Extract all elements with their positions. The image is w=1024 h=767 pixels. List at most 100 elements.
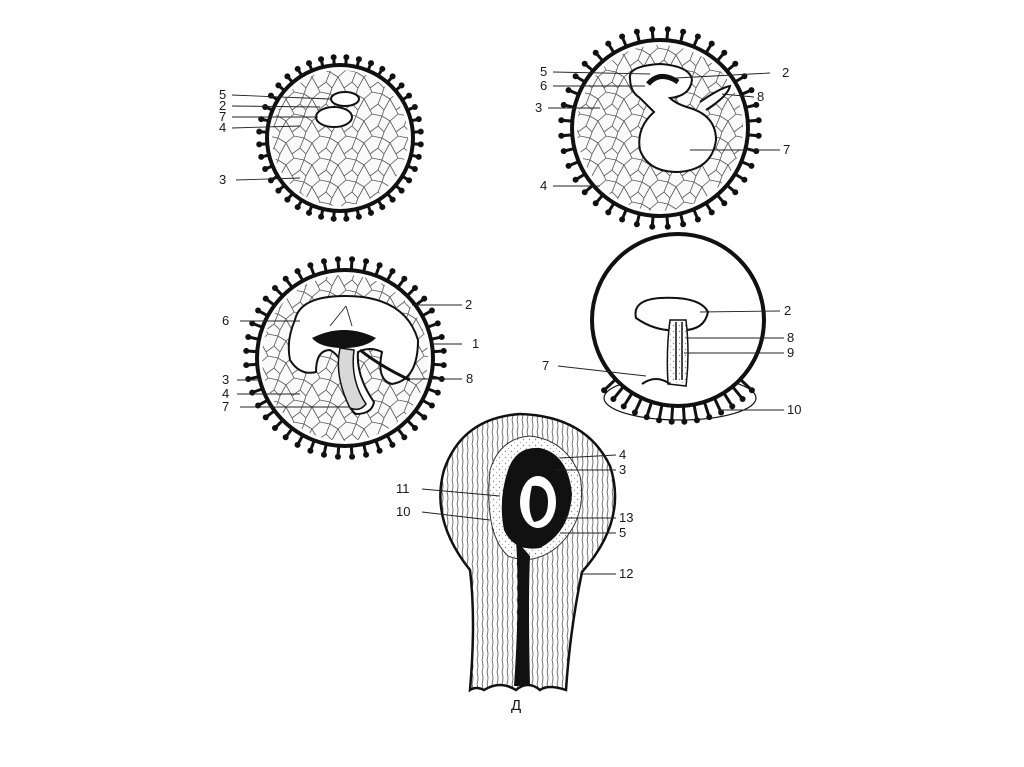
panel-1-early-embryo: 5 2 7 4 3 <box>219 54 424 222</box>
panel-2-chorionic-villi <box>558 26 762 230</box>
villus-tip <box>318 56 325 63</box>
villus-tip <box>421 295 428 302</box>
villus-tip <box>343 54 350 61</box>
villus-tip <box>267 177 274 184</box>
panel-5-embryo <box>529 485 548 522</box>
villus-tip <box>379 204 386 211</box>
panel-3-label: 6 <box>222 313 229 328</box>
villus-tip <box>428 307 435 314</box>
panel-3-embryonic-disc <box>312 330 376 348</box>
villus-tip <box>649 223 656 230</box>
villus-tip <box>355 56 362 63</box>
villus-tip <box>421 414 428 421</box>
panel-1-yolk-vesicle <box>315 106 353 128</box>
panel-2-label: 7 <box>783 142 790 157</box>
panel-4-label: 8 <box>787 330 794 345</box>
villus-tip <box>398 187 405 194</box>
panel-5-uterine-canal <box>514 540 530 686</box>
villus-tip <box>572 176 579 183</box>
panel-1-label: 3 <box>219 172 226 187</box>
villus-tip <box>363 451 370 458</box>
villus-tip <box>389 268 396 275</box>
villus-tip <box>741 176 748 183</box>
panel-2-label: 8 <box>757 89 764 104</box>
villus-tip <box>693 417 700 424</box>
villus-tip <box>330 215 337 222</box>
villus-tip <box>721 49 728 56</box>
panel-5-label: 4 <box>619 447 626 462</box>
panel-2-label: 5 <box>540 64 547 79</box>
panel-3-allantois <box>359 348 411 382</box>
villus-tip <box>294 268 301 275</box>
villus-tip <box>631 409 638 416</box>
panel-2-amnion-and-yolk-sac <box>628 62 718 174</box>
villus-tip <box>334 256 341 263</box>
villus-tip <box>262 414 269 421</box>
villus-tip <box>330 54 337 61</box>
villus-tip <box>294 65 301 72</box>
villus-tip <box>262 104 269 111</box>
panel-1-label: 4 <box>219 120 226 135</box>
panel-4-embryo: 7 2 8 9 10 <box>542 232 801 425</box>
villus-tip <box>417 128 424 135</box>
villus-tip <box>718 409 725 416</box>
villus-tip <box>721 200 728 207</box>
panel-3-label: 7 <box>222 399 229 414</box>
villus-tip <box>411 104 418 111</box>
villus-tip <box>379 65 386 72</box>
villus-tip <box>271 425 278 432</box>
panel-3-label: 4 <box>222 386 229 401</box>
villus-tip <box>560 148 567 155</box>
panel-2-allantois <box>699 84 732 111</box>
panel-1-label: 5 <box>219 87 226 102</box>
panel-5-label: 3 <box>619 462 626 477</box>
villus-tip <box>706 414 713 421</box>
villus-tip <box>412 284 419 291</box>
villus-tip <box>415 153 422 160</box>
villus-tip <box>411 165 418 172</box>
villus-tip <box>708 209 715 216</box>
panel-4-allantois-vessels <box>675 322 683 380</box>
villus-tip <box>306 60 313 67</box>
villus-tip <box>307 447 314 454</box>
villus-tip <box>664 26 671 33</box>
panel-1-chorionic-villi <box>256 54 424 222</box>
villus-tip <box>565 162 572 169</box>
panel-2-embryo: 5 6 3 4 2 8 7 <box>535 26 790 230</box>
villus-tip <box>680 221 687 228</box>
villus-tip <box>267 92 274 99</box>
villus-tip <box>294 441 301 448</box>
villus-tip <box>271 284 278 291</box>
villus-tip <box>656 417 663 424</box>
panel-4-chorionic-villi <box>601 378 755 425</box>
villus-tip <box>343 215 350 222</box>
villus-tip <box>307 262 314 269</box>
panel-1-amniotic-vesicle <box>330 91 360 107</box>
villus-tip <box>320 258 327 265</box>
villus-tip <box>245 333 252 340</box>
panel-5-label: 12 <box>619 566 633 581</box>
villus-tip <box>748 387 755 394</box>
villus-tip <box>258 116 265 123</box>
villus-tip <box>349 256 356 263</box>
villus-tip <box>605 40 612 47</box>
villus-tip <box>334 453 341 460</box>
villus-tip <box>284 196 291 203</box>
villus-tip <box>243 347 250 354</box>
panel-2-label: 6 <box>540 78 547 93</box>
panel-1-label: 7 <box>219 109 226 124</box>
panel-4-label: 7 <box>542 358 549 373</box>
villus-tip <box>434 320 441 327</box>
panel-5-uterus: 11 10 4 3 13 5 12 Д <box>396 412 633 714</box>
villus-tip <box>255 307 262 314</box>
villus-tip <box>363 258 370 265</box>
villus-tip <box>245 376 252 383</box>
villus-tip <box>284 73 291 80</box>
villus-tip <box>633 221 640 228</box>
villus-tip <box>748 87 755 94</box>
villus-tip <box>389 196 396 203</box>
villus-tip <box>753 101 760 108</box>
villus-tip <box>282 275 289 282</box>
villus-tip <box>438 333 445 340</box>
villus-tip <box>367 60 374 67</box>
